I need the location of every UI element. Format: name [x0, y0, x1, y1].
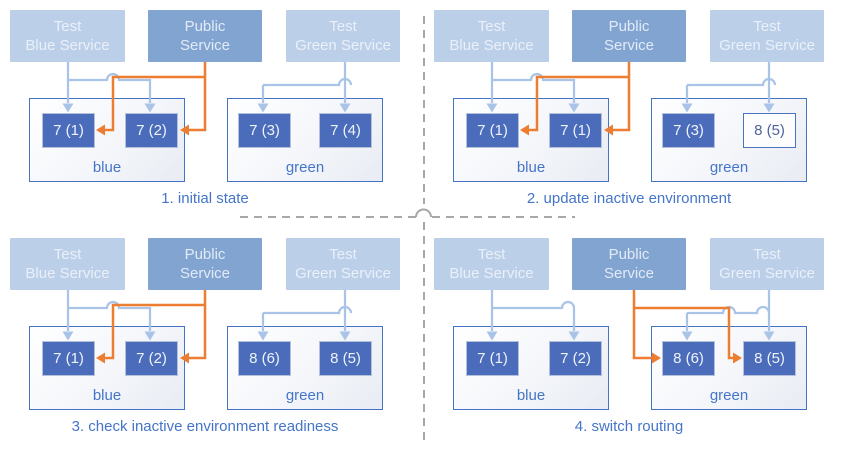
service-box-test-blue: Test Blue Service [10, 10, 125, 62]
pod: 7 (3) [662, 113, 715, 148]
pod: 7 (1) [466, 341, 519, 376]
pod-label: 7 (4) [330, 122, 361, 139]
service-label: Test Green Service [295, 245, 391, 282]
test-blue-service-arrow [490, 290, 576, 331]
service-label: Public Service [603, 245, 655, 282]
pod-label: 8 (5) [330, 350, 361, 367]
service-box-test-green: Test Green Service [710, 238, 824, 290]
pod-label: 7 (3) [249, 122, 280, 139]
service-label: Test Blue Service [25, 17, 110, 54]
test-blue-service-arrow [66, 62, 152, 103]
pod: 8 (6) [662, 341, 715, 376]
pod-label: 8 (6) [249, 350, 280, 367]
env-label: blue [516, 387, 546, 404]
pod-label: 8 (5) [754, 122, 785, 139]
env-label: green [285, 159, 325, 176]
test-green-service-arrow [261, 290, 353, 331]
service-label: Public Service [179, 245, 231, 282]
pod-label: 8 (6) [673, 350, 704, 367]
pod-label: 7 (1) [53, 122, 84, 139]
service-label: Test Green Service [719, 17, 815, 54]
service-box-test-green: Test Green Service [286, 10, 400, 62]
pod-label: 7 (2) [560, 350, 591, 367]
panel-caption: 2. update inactive environment [526, 190, 732, 207]
pod: 8 (5) [319, 341, 372, 376]
test-green-service-arrow [685, 290, 771, 331]
service-label: Test Blue Service [449, 245, 534, 282]
panel-initial-state: 7 (1) 7 (2) blue 7 (3) 7 (4) green Test … [0, 0, 424, 228]
service-box-test-blue: Test Blue Service [434, 238, 549, 290]
env-box-green: 7 (3) 8 (5) green [651, 98, 807, 182]
env-box-green: 8 (6) 8 (5) green [227, 326, 383, 410]
service-box-public: Public Service [148, 238, 262, 290]
service-box-public: Public Service [572, 238, 686, 290]
env-box-blue: 7 (1) 7 (2) blue [29, 98, 185, 182]
service-label: Test Blue Service [449, 17, 534, 54]
pod: 8 (5) [743, 341, 796, 376]
pod: 7 (2) [549, 341, 602, 376]
env-label: green [709, 159, 749, 176]
panel-caption: 3. check inactive environment readiness [71, 418, 339, 435]
env-label: blue [516, 159, 546, 176]
test-green-service-arrow [685, 62, 777, 103]
service-label: Test Green Service [295, 17, 391, 54]
pod-label: 7 (1) [560, 122, 591, 139]
env-label: blue [92, 387, 122, 404]
panel-caption: 1. initial state [161, 190, 249, 207]
env-box-green: 8 (6) 8 (5) green [651, 326, 807, 410]
service-box-public: Public Service [148, 10, 262, 62]
test-green-service-arrow [261, 62, 353, 103]
pod: 7 (1) [549, 113, 602, 148]
service-box-test-green: Test Green Service [286, 238, 400, 290]
env-label: green [709, 387, 749, 404]
panel-update-inactive: 7 (1) 7 (1) blue 7 (3) 8 (5) green Test … [424, 0, 848, 228]
env-label: green [285, 387, 325, 404]
pod-label: 7 (1) [53, 350, 84, 367]
service-box-test-blue: Test Blue Service [10, 238, 125, 290]
panel-caption: 4. switch routing [574, 418, 684, 435]
service-box-test-green: Test Green Service [710, 10, 824, 62]
pod-label: 7 (1) [477, 350, 508, 367]
pod: 8 (6) [238, 341, 291, 376]
env-box-green: 7 (3) 7 (4) green [227, 98, 383, 182]
service-label: Public Service [603, 17, 655, 54]
pod-label: 8 (5) [754, 350, 785, 367]
panel-check-readiness: 7 (1) 7 (2) blue 8 (6) 8 (5) green Test … [0, 228, 424, 456]
env-box-blue: 7 (1) 7 (1) blue [453, 98, 609, 182]
service-label: Test Blue Service [25, 245, 110, 282]
env-box-blue: 7 (1) 7 (2) blue [453, 326, 609, 410]
pod-label: 7 (2) [136, 122, 167, 139]
pod: 7 (2) [125, 113, 178, 148]
service-label: Test Green Service [719, 245, 815, 282]
pod-label: 7 (2) [136, 350, 167, 367]
pod-label: 7 (3) [673, 122, 704, 139]
env-box-blue: 7 (1) 7 (2) blue [29, 326, 185, 410]
test-blue-service-arrow [66, 290, 152, 331]
pod: 7 (4) [319, 113, 372, 148]
env-label: blue [92, 159, 122, 176]
pod: 7 (1) [42, 341, 95, 376]
service-box-public: Public Service [572, 10, 686, 62]
pod: 8 (5) [743, 113, 796, 148]
test-blue-service-arrow [490, 62, 576, 103]
pod: 7 (1) [42, 113, 95, 148]
pod: 7 (2) [125, 341, 178, 376]
pod-label: 7 (1) [477, 122, 508, 139]
service-label: Public Service [179, 17, 231, 54]
panel-switch-routing: 7 (1) 7 (2) blue 8 (6) 8 (5) green Test … [424, 228, 848, 456]
pod: 7 (3) [238, 113, 291, 148]
service-box-test-blue: Test Blue Service [434, 10, 549, 62]
pod: 7 (1) [466, 113, 519, 148]
